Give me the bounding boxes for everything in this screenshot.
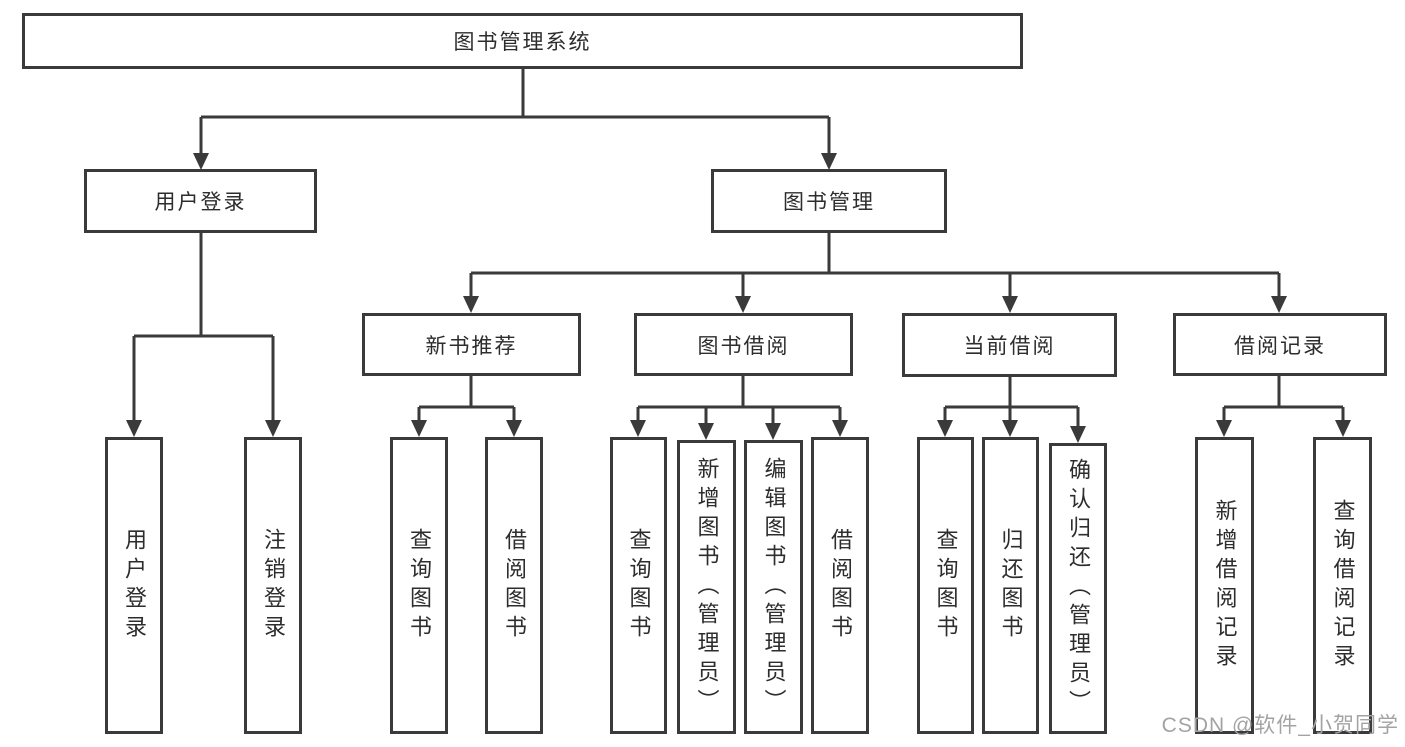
node-book-management: 图书管理 xyxy=(711,169,947,233)
connector-book-mgmt xyxy=(469,233,1281,298)
leaf-add-borrow-record: 新增借阅记录 xyxy=(1195,437,1254,734)
node-current-borrowing: 当前借阅 xyxy=(902,313,1117,377)
connector-records xyxy=(1222,376,1345,422)
leaf-add-book-admin: 新增图书（管理员） xyxy=(677,440,736,734)
connector-book-borrow xyxy=(636,376,842,425)
arrowheads xyxy=(126,153,1351,443)
leaf-return-books: 归还图书 xyxy=(982,437,1039,734)
connector-new-book xyxy=(417,376,516,422)
node-user-login: 用户登录 xyxy=(84,169,317,233)
leaf-borrow-books-recommend: 借阅图书 xyxy=(485,437,543,734)
node-library-management-system: 图书管理系统 xyxy=(22,13,1023,69)
connector-root xyxy=(199,69,831,155)
leaf-borrow-books: 借阅图书 xyxy=(811,437,869,734)
leaf-user-login: 用户登录 xyxy=(105,437,163,734)
node-book-borrowing: 图书借阅 xyxy=(634,313,853,376)
leaf-query-books-current: 查询图书 xyxy=(917,437,974,734)
connector-current-borrow xyxy=(943,377,1080,428)
leaf-query-books-borrow: 查询图书 xyxy=(610,437,667,734)
leaf-logout: 注销登录 xyxy=(244,437,302,734)
leaf-edit-book-admin: 编辑图书（管理员） xyxy=(744,440,803,734)
csdn-watermark: CSDN @软件_小贺同学 xyxy=(1161,714,1399,737)
leaf-query-borrow-record: 查询借阅记录 xyxy=(1313,437,1372,734)
leaf-query-books-recommend: 查询图书 xyxy=(390,437,448,734)
node-borrowing-records: 借阅记录 xyxy=(1173,313,1387,376)
connector-user-login xyxy=(132,233,275,422)
leaf-confirm-return-admin: 确认归还（管理员） xyxy=(1049,443,1107,734)
node-new-book-recommend: 新书推荐 xyxy=(362,313,581,376)
